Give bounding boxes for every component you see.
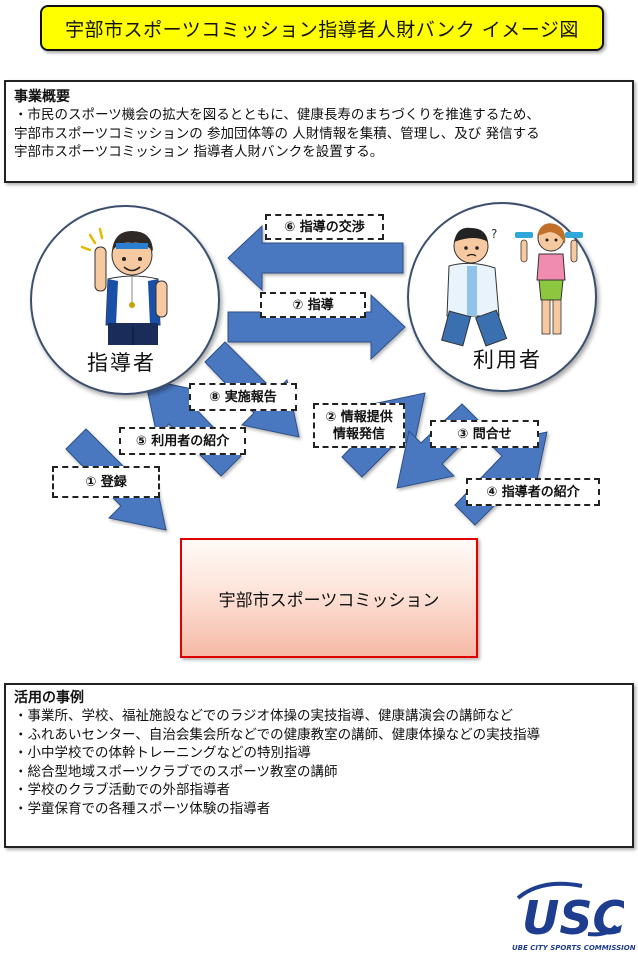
flow-label-inquiry: ③ 問合せ: [430, 420, 539, 448]
logo-caption: UBE CITY SPORTS COMMISSION: [512, 944, 636, 952]
user-illustration: ?: [440, 223, 583, 347]
case-item: ・総合型地域スポーツクラブでのスポーツ教室の講師: [14, 763, 338, 780]
cases-box: 活用の事例 ・事業所、学校、福祉施設などでのラジオ体操の実技指導、健康講演会の講…: [4, 683, 634, 848]
summary-heading: 事業概要: [14, 89, 70, 105]
flow-label-instructor-referral: ④ 指導者の紹介: [466, 478, 600, 506]
summary-line: 宇部市スポーツコミッション 指導者人財バンクを設置する。: [14, 144, 384, 160]
summary-box: 事業概要 ・市民のスポーツ機会の拡大を図るとともに、健康長寿のまちづくりを推進す…: [4, 80, 634, 183]
user-node: ? 利用者: [407, 202, 597, 392]
instructor-node: 指導者: [30, 205, 220, 395]
summary-line: ・市民のスポーツ機会の拡大を図るとともに、健康長寿のまちづくりを推進するため、: [14, 107, 540, 123]
flow-label-instruction: ⑦ 指導: [260, 292, 366, 318]
instructor-illustration: [80, 227, 168, 345]
flow-label-info-line2: 情報発信: [332, 426, 385, 442]
flow-label-negotiation: ⑥ 指導の交渉: [265, 214, 384, 240]
page-title: 宇部市スポーツコミッション指導者人財バンク イメージ図: [40, 5, 604, 51]
summary-line: 宇部市スポーツコミッションの 参加団体等の 人財情報を集積、管理し、及び 発信す…: [14, 125, 540, 142]
arrow-negotiation: [227, 224, 404, 292]
cases-heading: 活用の事例: [14, 690, 84, 706]
case-item: ・ふれあいセンター、自治会集会所などでの健康教室の講師、健康体操などの実技指導: [14, 726, 541, 743]
flow-label-registration: ① 登録: [52, 466, 160, 498]
case-item: ・学校のクラブ活動での外部指導者: [14, 782, 230, 798]
user-label: 利用者: [473, 348, 542, 372]
commission-node: 宇部市スポーツコミッション: [180, 538, 478, 658]
case-item: ・事業所、学校、福祉施設などでのラジオ体操の実技指導、健康講演会の講師など: [14, 708, 513, 724]
flow-label-info-line1: ② 情報提供: [325, 409, 393, 425]
flow-label-user-referral: ⑤ 利用者の紹介: [119, 427, 246, 455]
flow-label-report: ⑧ 実施報告: [189, 383, 297, 411]
arrow-instruction: [227, 293, 406, 361]
logo-mark: USC: [522, 891, 624, 944]
usc-logo: USC: [516, 881, 624, 944]
case-item: ・小中学校での体幹トレーニングなどの特別指導: [14, 745, 311, 761]
instructor-label: 指導者: [87, 351, 156, 375]
case-item: ・学童保育での各種スポーツ体験の指導者: [14, 800, 271, 817]
svg-text:?: ?: [491, 227, 497, 241]
flow-label-info: ② 情報提供 情報発信: [313, 403, 405, 448]
